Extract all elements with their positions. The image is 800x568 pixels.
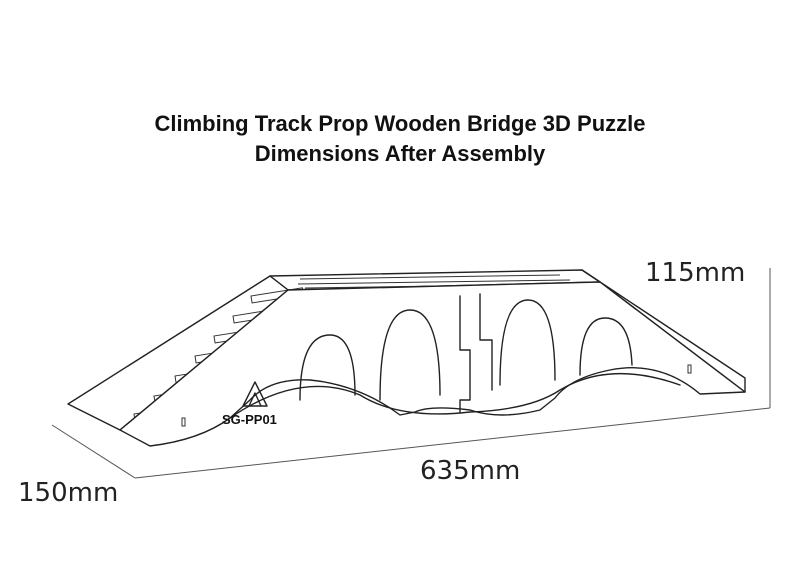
arch-4 <box>579 317 633 376</box>
panel-hole-left <box>181 417 186 427</box>
width-dimension-label: 150mm <box>18 478 119 508</box>
model-label: SG-PP01 <box>222 412 277 427</box>
diagram-title: Climbing Track Prop Wooden Bridge 3D Puz… <box>154 111 646 136</box>
height-dimension-label: 115mm <box>645 258 746 288</box>
diagram-subtitle: Dimensions After Assembly <box>254 141 546 166</box>
side-panel-front <box>119 281 746 447</box>
length-dimension-label: 635mm <box>420 456 521 486</box>
arch-2 <box>379 309 441 401</box>
base-arc <box>229 373 681 419</box>
panel-hole-right <box>687 364 692 374</box>
length-dimension-line <box>134 407 771 479</box>
width-dimension-line <box>51 424 136 479</box>
center-joint-2 <box>479 293 493 391</box>
arch-3 <box>499 299 556 386</box>
triangle-logo-icon <box>242 381 268 407</box>
arch-1 <box>299 334 356 401</box>
center-joint <box>459 295 471 413</box>
